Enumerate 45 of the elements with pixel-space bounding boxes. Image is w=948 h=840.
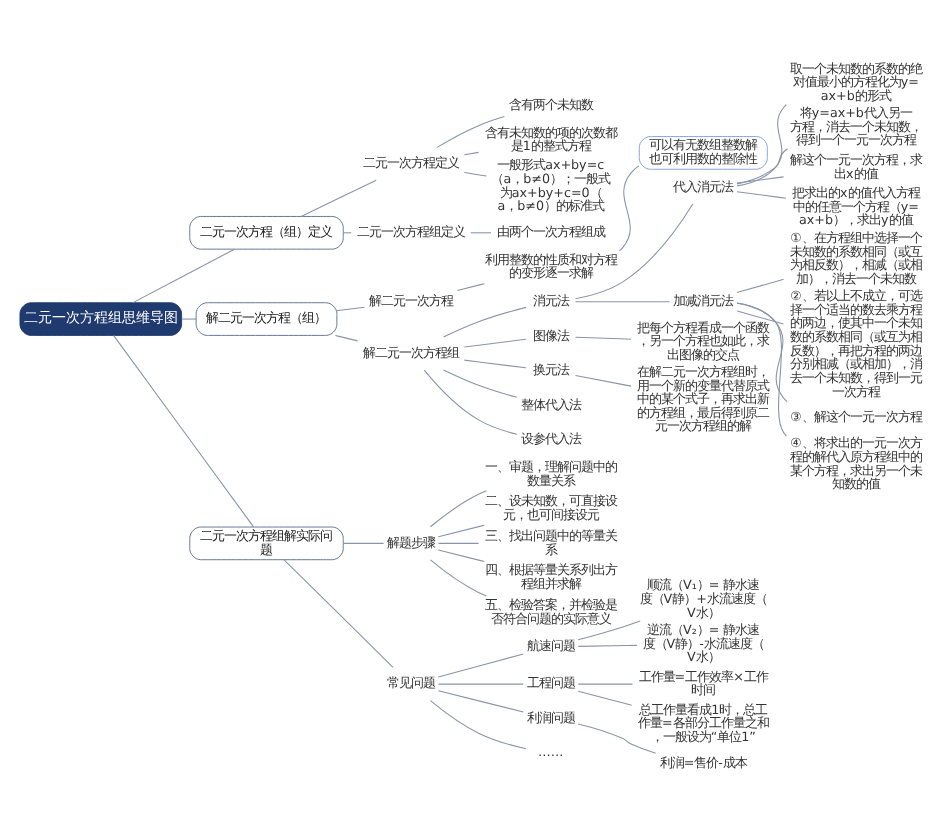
- connector: [574, 335, 632, 339]
- connector: [342, 541, 385, 543]
- connector: [334, 333, 359, 341]
- connector: [577, 682, 634, 684]
- connector: [437, 682, 524, 684]
- connector: [736, 190, 787, 198]
- connector: [463, 358, 527, 368]
- connector: [736, 103, 787, 186]
- connector: [132, 247, 236, 303]
- connector: [429, 558, 487, 596]
- connector: [437, 652, 524, 677]
- connector: [429, 489, 487, 527]
- connector: [463, 337, 527, 347]
- connector: [437, 541, 480, 543]
- connector: [456, 282, 485, 290]
- connector: [736, 301, 787, 436]
- connector: [443, 368, 518, 397]
- connector: [577, 643, 638, 646]
- connector: [736, 309, 784, 324]
- connector: [283, 558, 394, 667]
- connector: [437, 523, 485, 537]
- connector: [429, 699, 527, 749]
- connector: [577, 689, 633, 705]
- connector: [736, 277, 785, 293]
- connector: [577, 619, 641, 640]
- connector: [577, 722, 657, 753]
- connector: [574, 300, 671, 302]
- connector: [443, 305, 527, 337]
- connector: [463, 150, 480, 155]
- connector: [437, 689, 524, 712]
- connector: [736, 301, 788, 402]
- connector: [736, 147, 789, 184]
- connector: [181, 317, 197, 319]
- connector: [437, 548, 485, 562]
- connector: [736, 175, 785, 183]
- connector: [575, 202, 694, 299]
- connector: [470, 231, 492, 233]
- connector: [423, 368, 518, 434]
- connector: [463, 170, 488, 176]
- connector: [574, 373, 632, 386]
- connector: [113, 334, 255, 527]
- connector: [436, 115, 505, 147]
- connector: [336, 305, 366, 311]
- connector: [618, 164, 640, 251]
- connector: [300, 178, 377, 216]
